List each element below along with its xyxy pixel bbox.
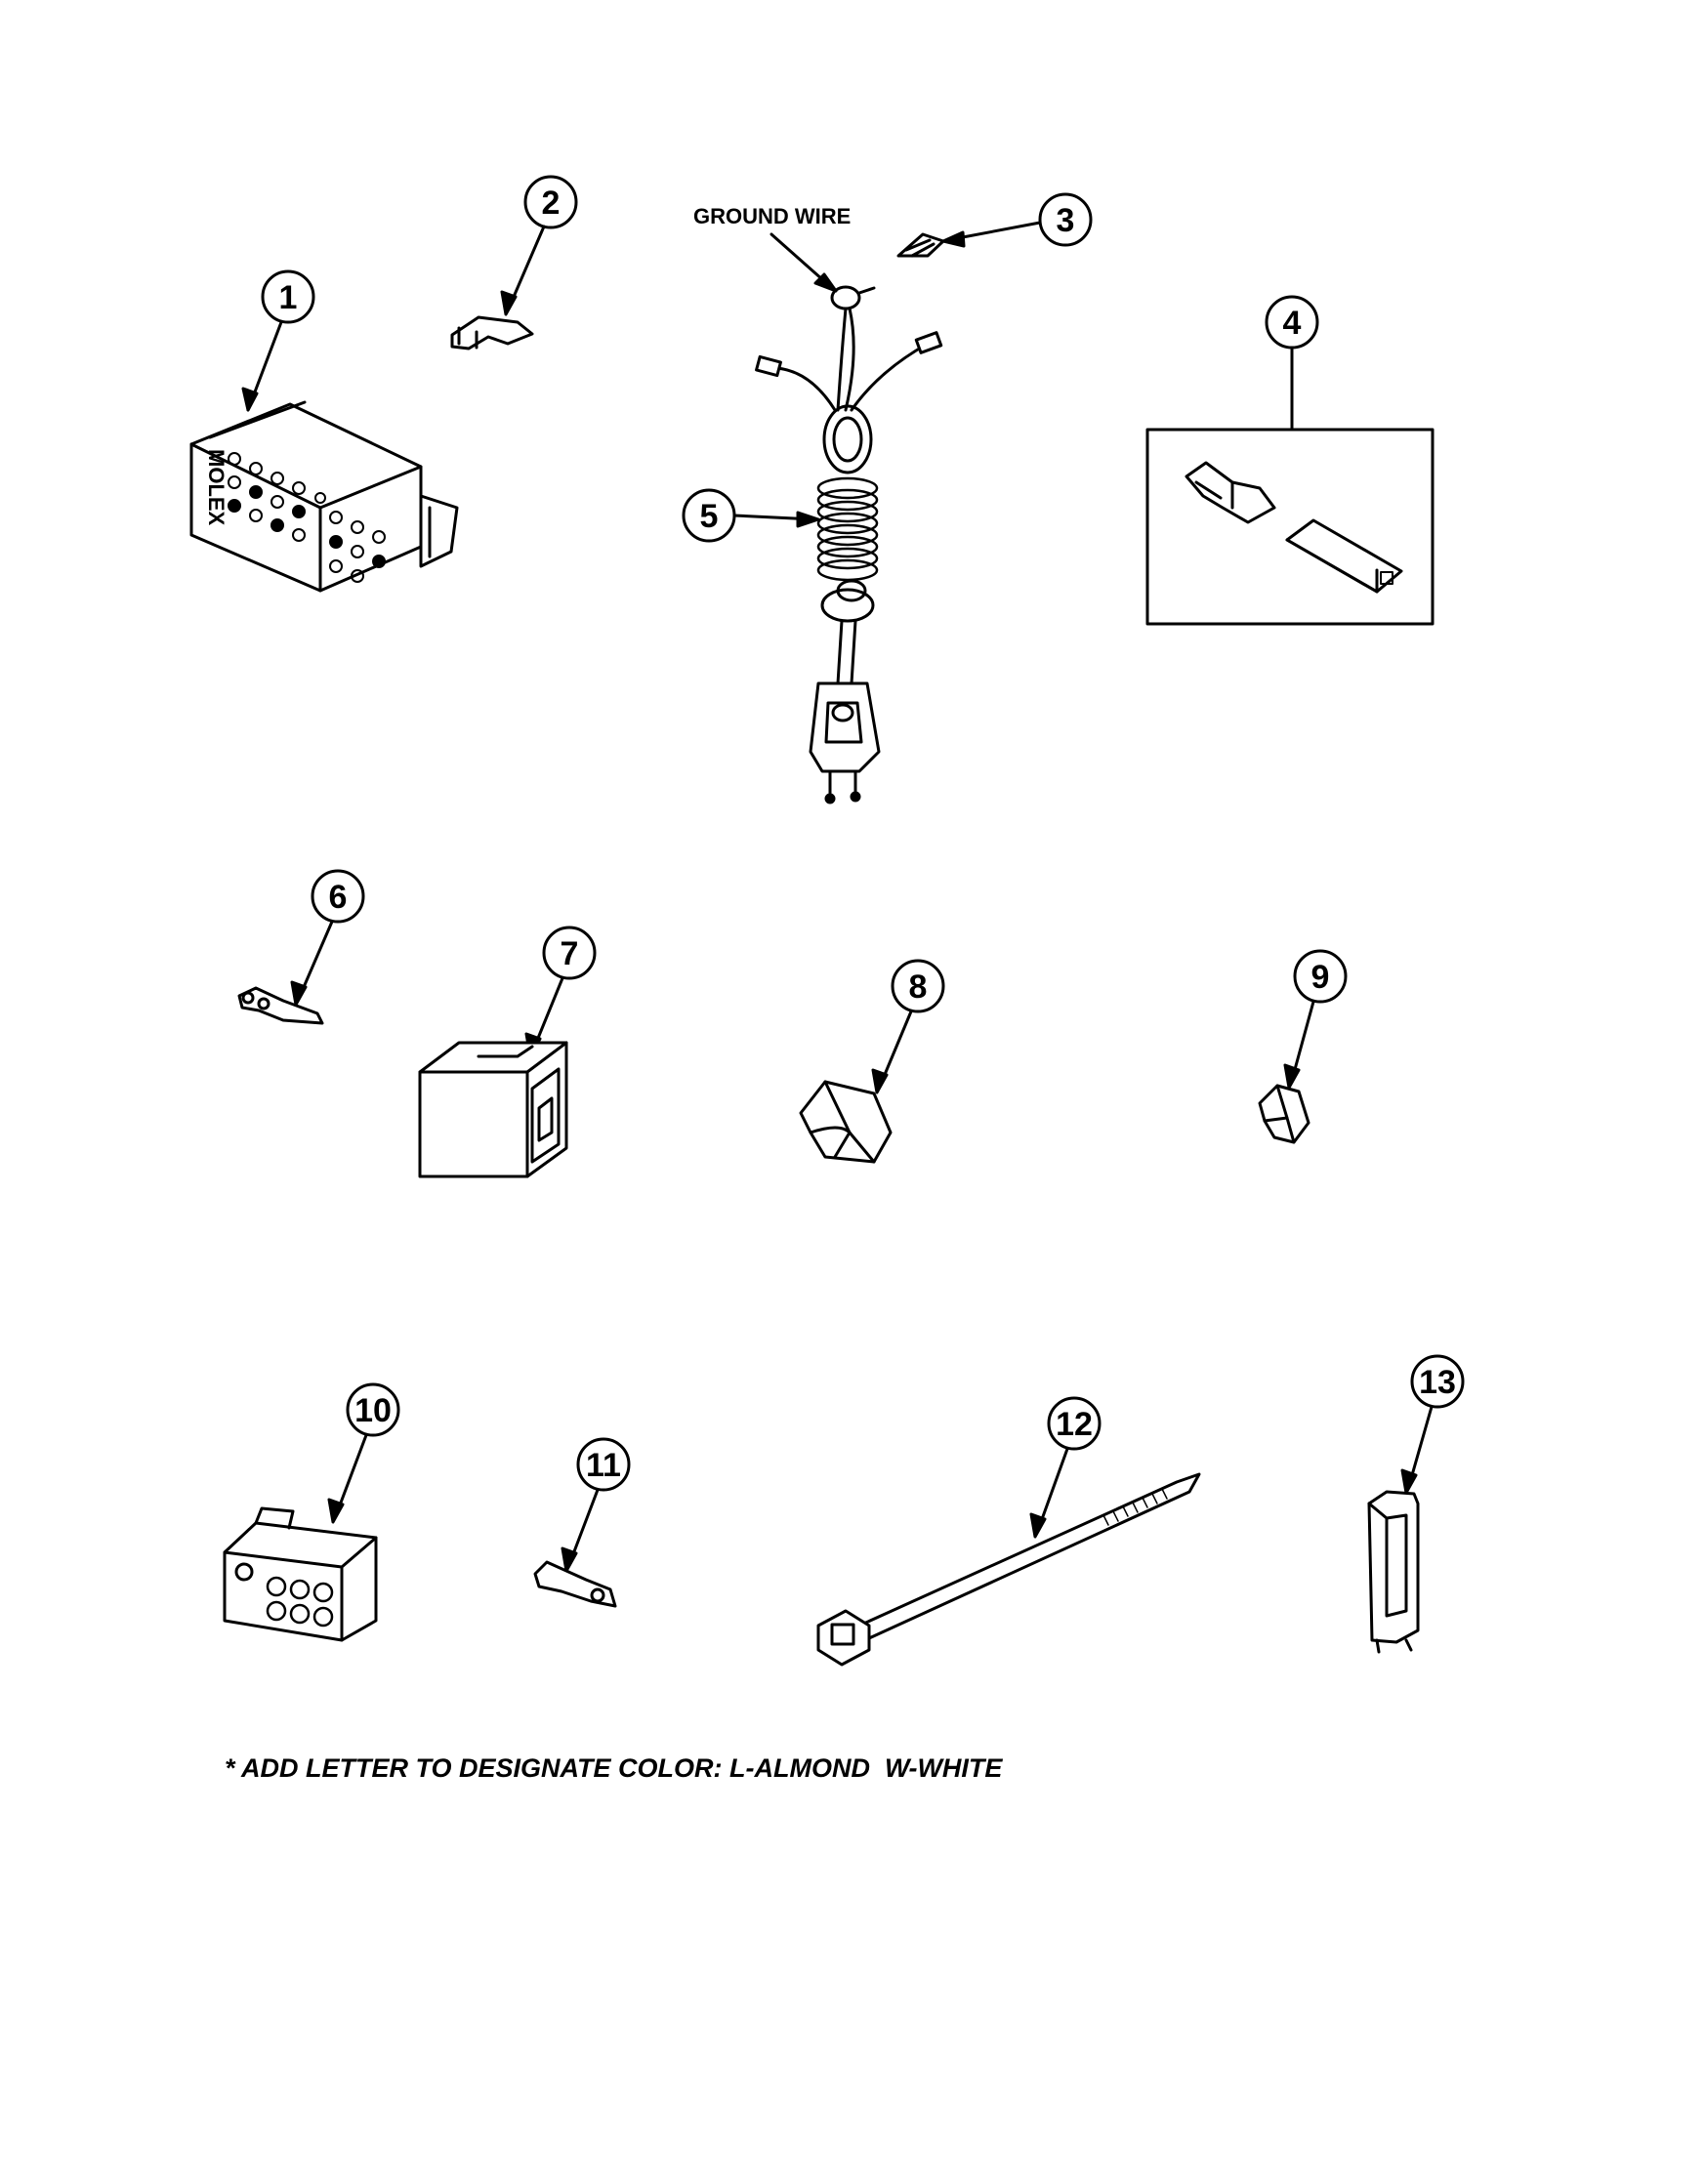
part-12-cable-tie: 12: [816, 1396, 1201, 1667]
part-3-screw: 3: [896, 192, 1093, 258]
callout-7: 7: [561, 935, 579, 972]
part-2-terminal: 2: [450, 175, 578, 350]
part-13-strain-relief: 13: [1367, 1354, 1465, 1654]
molex-label: MOLEX: [204, 449, 229, 526]
callout-2: 2: [542, 185, 561, 222]
callout-9: 9: [1311, 959, 1330, 996]
callout-8: 8: [909, 968, 928, 1006]
part-6-terminal: 6: [237, 869, 365, 1025]
callout-12: 12: [1056, 1406, 1093, 1443]
part-7-housing: 7: [418, 926, 597, 1178]
ground-wire-label: GROUND WIRE: [693, 204, 851, 228]
part-9-small-clip: 9: [1258, 949, 1348, 1144]
color-designation-note: * ADD LETTER TO DESIGNATE COLOR: L-ALMON…: [225, 1753, 1003, 1783]
callout-5: 5: [700, 498, 719, 535]
part-8-clip: 8: [799, 959, 945, 1164]
callout-6: 6: [329, 879, 348, 916]
callout-11: 11: [586, 1447, 621, 1484]
part-5-power-cord: GROUND WIRE: [682, 204, 943, 804]
part-1-molex-connector: 1 MOLEX: [189, 269, 459, 593]
part-11-pin-terminal: 11: [533, 1437, 631, 1608]
callout-3: 3: [1057, 202, 1075, 239]
callout-13: 13: [1419, 1364, 1456, 1401]
callout-4: 4: [1283, 305, 1302, 342]
callout-10: 10: [354, 1392, 392, 1429]
part-10-six-pin-connector: 10: [223, 1382, 400, 1642]
part-4-terminal-kit: 4: [1145, 295, 1435, 626]
callout-1: 1: [279, 279, 298, 316]
